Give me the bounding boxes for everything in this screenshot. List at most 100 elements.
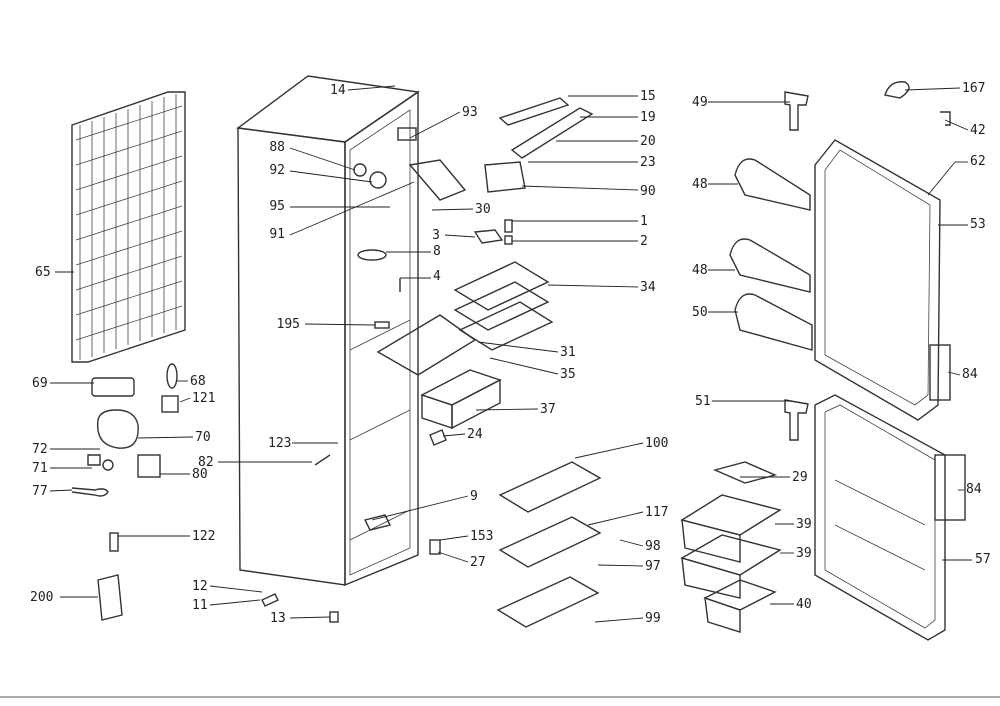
part-number-label: 84 — [966, 482, 982, 497]
part-number-label: 95 — [269, 199, 285, 214]
part-number-label: 50 — [692, 305, 708, 320]
leader-line-98 — [619, 539, 644, 547]
relay-box — [137, 454, 161, 478]
part-number-label: 20 — [640, 134, 656, 149]
part-number-label: 98 — [645, 539, 661, 554]
part-number-label: 68 — [190, 374, 206, 389]
cap-167 — [884, 81, 910, 99]
crisper-drawer-small — [420, 369, 502, 430]
part-number-label: 153 — [470, 529, 493, 544]
compressor-body — [96, 409, 139, 449]
leader-line-97 — [597, 564, 644, 567]
leader-line-24 — [442, 433, 466, 437]
part-number-label: 167 — [962, 81, 985, 96]
leader-line-117 — [587, 511, 644, 526]
leader-line-90 — [521, 185, 639, 191]
cabinet-label-plate — [397, 127, 417, 141]
control-strip — [498, 97, 570, 126]
part-number-label: 70 — [195, 430, 211, 445]
pin-62 — [927, 161, 956, 196]
lamp-cover-part — [357, 249, 387, 261]
part-number-label: 29 — [792, 470, 808, 485]
part-number-label: 34 — [640, 280, 656, 295]
door-bins — [729, 91, 813, 441]
top-right-parts — [884, 81, 956, 196]
part-number-label: 80 — [192, 467, 208, 482]
freezer-drawers — [680, 461, 782, 633]
lamp-part — [504, 219, 513, 233]
part-number-label: 12 — [192, 579, 208, 594]
part-number-label: 195 — [277, 317, 300, 332]
clip-part — [161, 395, 179, 413]
bracket-51 — [784, 399, 809, 441]
part-number-label: 53 — [970, 217, 986, 232]
part-number-label: 117 — [645, 505, 668, 520]
part-number-label: 88 — [269, 140, 285, 155]
compressor-bracket — [91, 377, 135, 397]
switch-part — [473, 229, 504, 244]
leader-line-84 — [947, 371, 961, 376]
part-number-label: 49 — [692, 95, 708, 110]
part-number-label: 200 — [30, 590, 53, 605]
leader-line-3 — [444, 234, 476, 238]
part-number-label: 121 — [192, 391, 215, 406]
cabinet — [236, 75, 420, 587]
leader-line-34 — [547, 284, 639, 288]
part-number-label: 35 — [560, 367, 576, 382]
control-box — [97, 574, 123, 621]
condenser-coil — [71, 91, 186, 363]
part-number-label: 77 — [32, 484, 48, 499]
leader-line-37 — [475, 408, 539, 411]
part-number-label: 62 — [970, 154, 986, 169]
part-number-label: 84 — [962, 367, 978, 382]
clip-42 — [940, 111, 951, 126]
leader-line-77 — [49, 489, 73, 492]
leader-line-99 — [594, 617, 644, 623]
part-number-label: 24 — [467, 427, 483, 442]
part-number-label: 15 — [640, 89, 656, 104]
support-part — [374, 321, 390, 329]
part-number-label: 11 — [192, 598, 208, 613]
screw-13 — [329, 611, 339, 623]
leader-line-100 — [574, 442, 644, 459]
part-number-label: 82 — [198, 455, 214, 470]
compressor-parts — [71, 363, 179, 621]
part-number-label: 93 — [462, 105, 478, 120]
fridge-door — [814, 139, 951, 421]
part-number-label: 97 — [645, 559, 661, 574]
thermostat-housing — [408, 159, 467, 201]
leader-line-93 — [409, 111, 461, 139]
leader-line-11 — [209, 599, 261, 606]
part-number-label: 27 — [470, 555, 486, 570]
part-number-label: 48 — [692, 263, 708, 278]
leader-line-88 — [289, 147, 356, 171]
leader-line-35 — [489, 357, 559, 375]
bulb-part — [504, 235, 513, 245]
part-number-label: 19 — [640, 110, 656, 125]
hinge-24 — [429, 429, 447, 446]
part-number-label: 92 — [269, 163, 285, 178]
lamp-housing — [484, 161, 526, 193]
leader-line-91 — [289, 181, 415, 236]
part-number-label: 71 — [32, 461, 48, 476]
part-number-label: 99 — [645, 611, 661, 626]
drier-part — [166, 363, 178, 389]
handle-82 — [314, 454, 331, 466]
leader-line-121 — [179, 397, 191, 403]
hinge-cover-lower — [934, 454, 966, 521]
leader-line-14 — [347, 85, 396, 91]
leader-line-153 — [439, 535, 469, 541]
leader-line-30 — [431, 208, 474, 211]
bracket-49 — [784, 91, 809, 131]
part-number-label: 37 — [540, 402, 556, 417]
part-number-label: 13 — [270, 611, 286, 626]
part-number-label: 65 — [35, 265, 51, 280]
part-number-label: 1 — [640, 214, 648, 229]
part-number-label: 72 — [32, 442, 48, 457]
leader-line-167 — [904, 87, 961, 91]
part-number-label: 69 — [32, 376, 48, 391]
glass-shelves — [376, 261, 554, 376]
wire-baskets — [496, 461, 602, 628]
hinge-153 — [429, 539, 441, 555]
